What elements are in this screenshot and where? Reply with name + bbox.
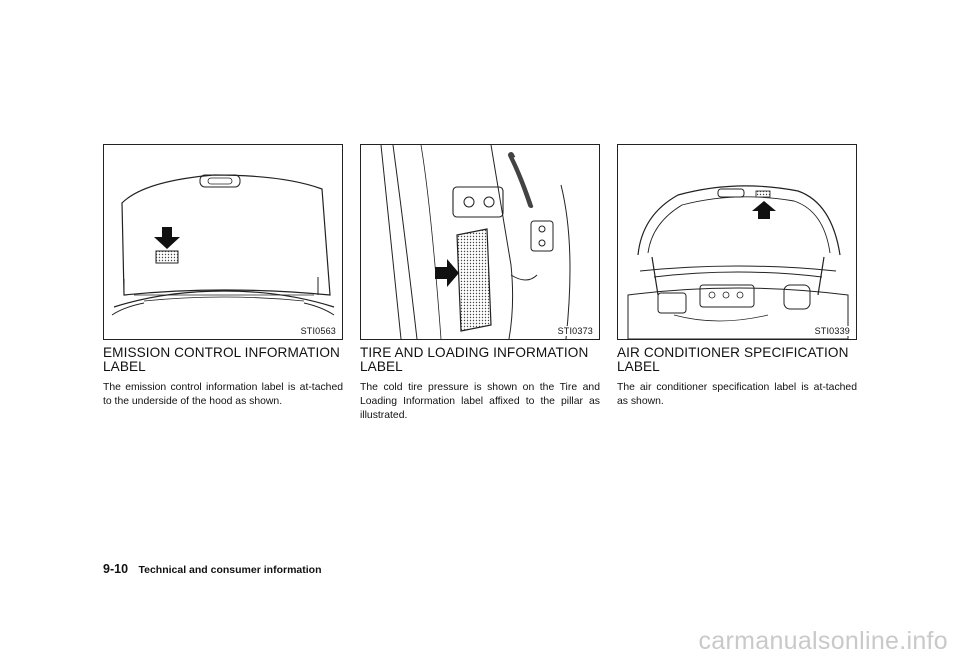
page-number: 9-10 — [103, 562, 129, 576]
section-air-conditioner-label: STI0339 AIR CONDITIONER SPECIFICATION LA… — [617, 144, 857, 409]
section-heading: AIR CONDITIONER SPECIFICATION LABEL — [617, 345, 849, 374]
section-body: The cold tire pressure is shown on the T… — [360, 382, 600, 421]
section-heading: EMISSION CONTROL INFORMATION LABEL — [103, 345, 340, 374]
section-tire-loading-label: STI0373 TIRE AND LOADING INFORMATION LAB… — [360, 144, 600, 423]
engine-bay-drawing — [627, 185, 849, 339]
page-footer: 9-10 Technical and consumer information — [103, 560, 322, 578]
section-body: The emission control information label i… — [103, 382, 343, 407]
pillar-drawing — [380, 145, 571, 339]
section-emission-label: STI0563 EMISSION CONTROL INFORMATION LAB… — [103, 144, 343, 409]
footer-section-title: Technical and consumer information — [138, 564, 322, 576]
watermark: carmanualsonline.info — [698, 627, 948, 655]
figure-code: STI0373 — [556, 326, 594, 336]
figure-code: STI0339 — [813, 326, 851, 336]
engine-bay-illustration: STI0339 — [617, 144, 857, 340]
door-pillar-illustration: STI0373 — [360, 144, 600, 340]
hood-underside-illustration: STI0563 — [103, 144, 343, 340]
section-body: The air conditioner specification label … — [617, 382, 857, 407]
figure-code: STI0563 — [299, 326, 337, 336]
section-heading: TIRE AND LOADING INFORMATION LABEL — [360, 345, 589, 374]
hood-drawing — [111, 174, 335, 316]
